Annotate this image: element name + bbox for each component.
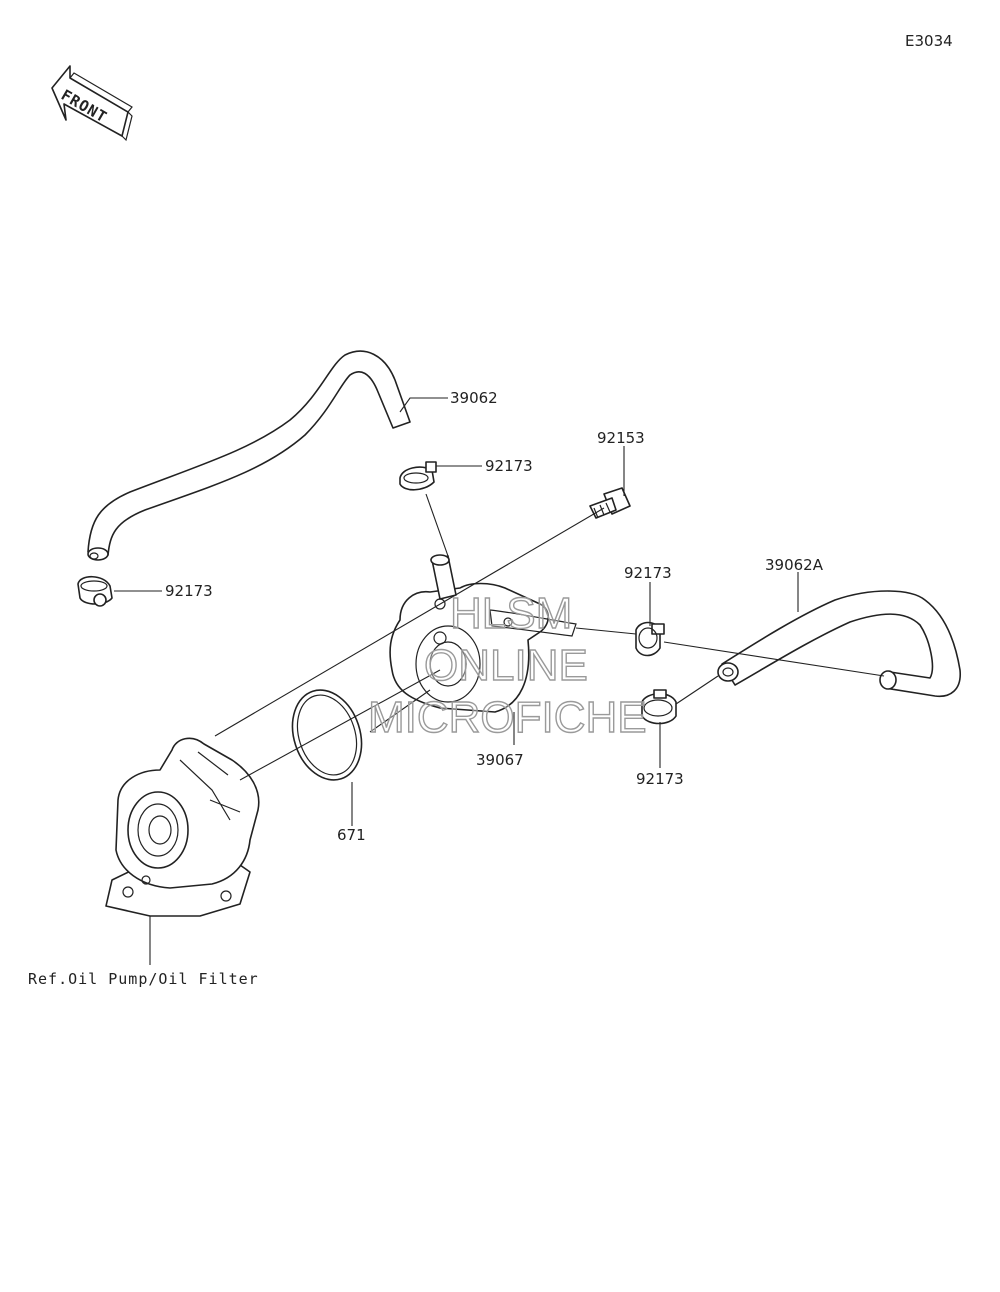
watermark-line1: HLSM	[450, 589, 572, 638]
label-92173-left: 92173	[165, 582, 213, 600]
clamp-right-lower-icon	[641, 689, 677, 725]
hose-right-39062A	[717, 590, 961, 698]
assembly-lines	[214, 493, 885, 781]
clamp-upper-icon	[399, 461, 437, 491]
label-92173-upper: 92173	[485, 457, 533, 475]
label-92153: 92153	[597, 429, 645, 447]
label-39062A: 39062A	[765, 556, 824, 574]
label-92173-right-lower: 92173	[636, 770, 684, 788]
watermark: HLSM ONLINE MICROFICHE	[367, 588, 647, 742]
diagram-code: E3034	[905, 32, 953, 50]
label-39067: 39067	[476, 751, 524, 769]
label-92173-right-upper: 92173	[624, 564, 672, 582]
reference-label: Ref.Oil Pump/Oil Filter	[28, 970, 259, 988]
watermark-line2: ONLINE	[424, 641, 588, 690]
label-671: 671	[337, 826, 366, 844]
clamp-left-icon	[77, 575, 113, 607]
front-arrow-icon: FRONT	[51, 65, 133, 142]
label-39062: 39062	[450, 389, 498, 407]
oil-cooler-39067	[389, 554, 577, 713]
callout-leaders	[114, 397, 799, 965]
clamp-right-upper-icon	[635, 621, 665, 657]
watermark-line3: MICROFICHE	[368, 693, 647, 742]
hose-upper-39062	[87, 350, 411, 561]
o-ring-671	[291, 689, 363, 781]
oil-pump-housing	[105, 737, 260, 917]
